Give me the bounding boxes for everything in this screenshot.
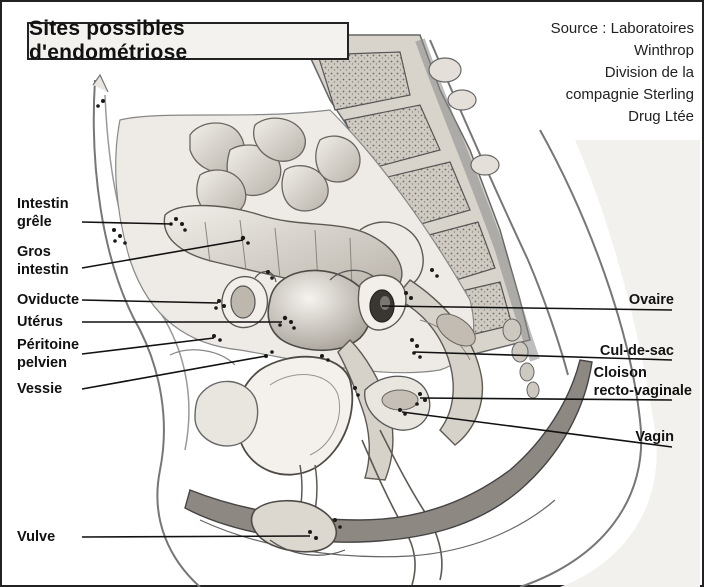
label-vagin: Vagin bbox=[635, 428, 674, 446]
source-line: Winthrop bbox=[474, 40, 694, 62]
label-line: Vessie bbox=[17, 380, 62, 398]
label-line: Oviducte bbox=[17, 291, 79, 309]
label-intestin-grele: Intestin grêle bbox=[17, 195, 69, 231]
label-line: Vulve bbox=[17, 528, 55, 546]
label-line: Intestin bbox=[17, 195, 69, 213]
source-line: Source : Laboratoires bbox=[474, 18, 694, 40]
source-line: compagnie Sterling bbox=[474, 84, 694, 106]
label-line: Ovaire bbox=[629, 291, 674, 309]
source-credit: Source : Laboratoires Winthrop Division … bbox=[474, 18, 694, 128]
label-line: pelvien bbox=[17, 354, 79, 372]
label-oviducte: Oviducte bbox=[17, 291, 79, 309]
uterus-body bbox=[268, 270, 370, 350]
label-line: Cloison bbox=[594, 364, 692, 382]
label-vessie: Vessie bbox=[17, 380, 62, 398]
label-line: grêle bbox=[17, 213, 69, 231]
label-cul-de-sac: Cul-de-sac bbox=[600, 342, 674, 360]
label-uterus: Utérus bbox=[17, 313, 63, 331]
label-cloison-recto-vaginale: Cloison recto-vaginale bbox=[594, 364, 692, 400]
label-ovaire: Ovaire bbox=[629, 291, 674, 309]
source-line: Drug Ltée bbox=[474, 106, 694, 128]
label-line: Utérus bbox=[17, 313, 63, 331]
label-line: recto-vaginale bbox=[594, 382, 692, 400]
label-line: intestin bbox=[17, 261, 69, 279]
label-vulve: Vulve bbox=[17, 528, 55, 546]
source-line: Division de la bbox=[474, 62, 694, 84]
label-line: Gros bbox=[17, 243, 69, 261]
leader-vulve bbox=[82, 536, 310, 537]
label-line: Vagin bbox=[635, 428, 674, 446]
diagram-title-text: Sites possibles d'endométriose bbox=[29, 17, 347, 65]
diagram-title: Sites possibles d'endométriose bbox=[27, 22, 349, 60]
label-line: Péritoine bbox=[17, 336, 79, 354]
label-peritoine-pelvien: Péritoine pelvien bbox=[17, 336, 79, 372]
label-gros-intestin: Gros intestin bbox=[17, 243, 69, 279]
pubic-bone bbox=[195, 381, 258, 446]
label-line: Cul-de-sac bbox=[600, 342, 674, 360]
